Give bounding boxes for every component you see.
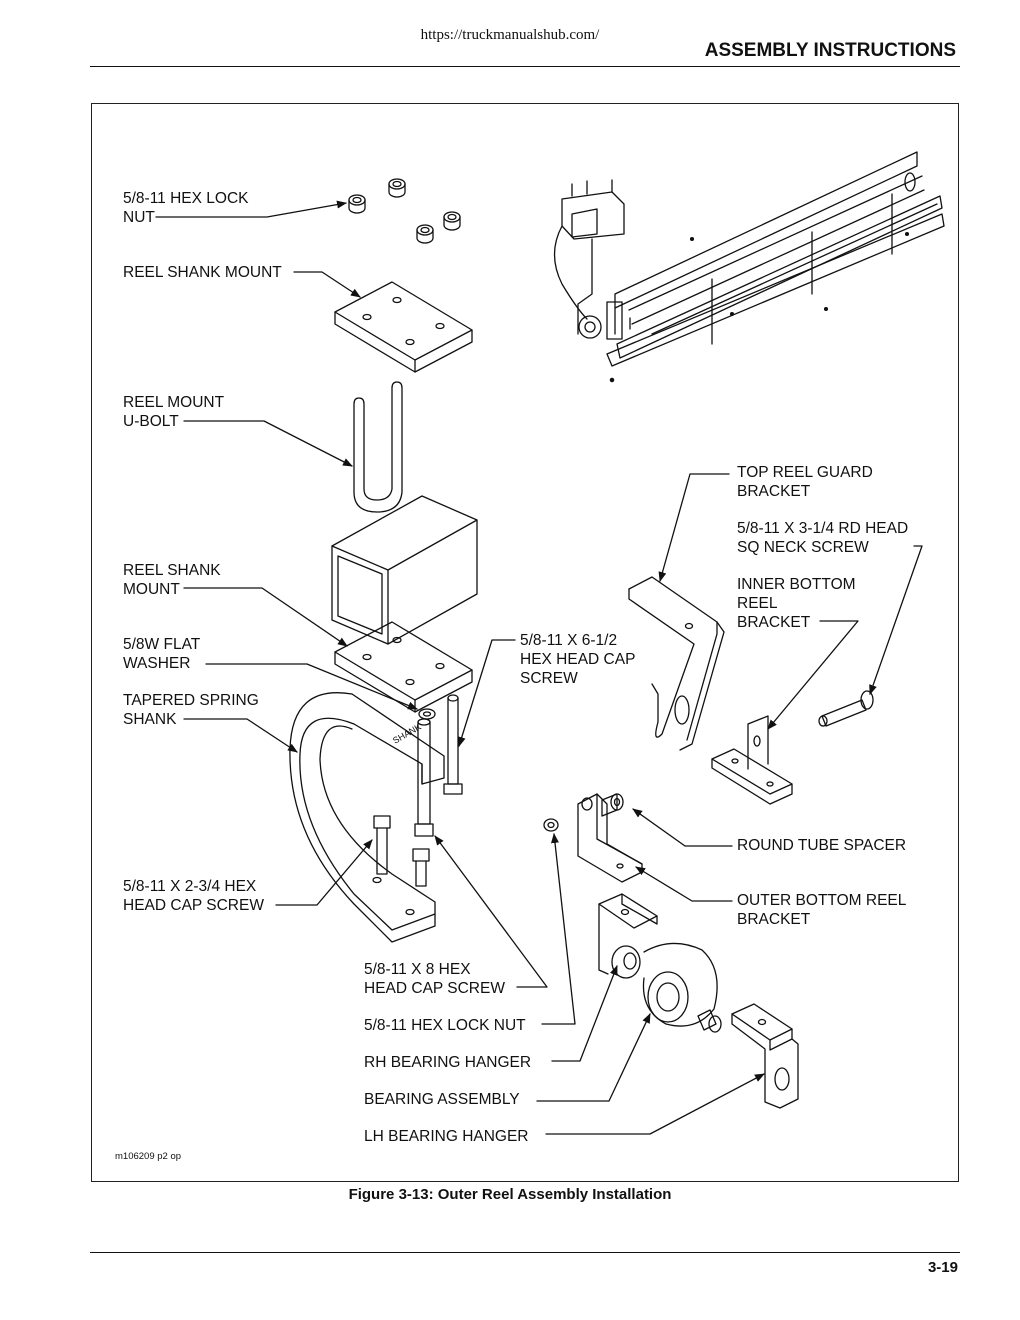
cap-screw-8 bbox=[414, 718, 434, 837]
header-rule bbox=[90, 66, 960, 67]
label-round-tube-spacer: ROUND TUBE SPACER bbox=[737, 837, 907, 854]
label-reel-mount-ubolt: REEL MOUNT U-BOLT bbox=[123, 394, 225, 430]
round-tube-spacer bbox=[601, 793, 624, 817]
label-cap-screw-8: 5/8-11 X 8 HEX HEAD CAP SCREW bbox=[364, 961, 505, 997]
hex-lock-nut-group bbox=[348, 178, 461, 244]
label-bearing-assembly: BEARING ASSEMBLY bbox=[364, 1091, 520, 1108]
label-cap-screw-6-1-2: 5/8-11 X 6-1/2 HEX HEAD CAP SCREW bbox=[520, 632, 636, 687]
figure-frame: SHANK bbox=[91, 103, 959, 1182]
footer-rule bbox=[90, 1252, 960, 1253]
label-outer-bottom-reel-bracket: OUTER BOTTOM REEL BRACKET bbox=[737, 892, 907, 928]
label-hex-lock-nut-top: 5/8-11 HEX LOCK NUT bbox=[123, 190, 249, 226]
top-reel-guard-bracket bbox=[628, 576, 725, 751]
label-lh-bearing-hanger: LH BEARING HANGER bbox=[364, 1128, 529, 1145]
hex-lock-nut-bottom bbox=[543, 818, 559, 832]
reel-assembly-illustration bbox=[553, 151, 945, 383]
rh-bearing-hanger bbox=[598, 893, 658, 975]
flat-washer bbox=[418, 708, 436, 720]
figure-caption: Figure 3-13: Outer Reel Assembly Install… bbox=[348, 1186, 672, 1203]
label-cap-screw-2-3-4: 5/8-11 X 2-3/4 HEX HEAD CAP SCREW bbox=[123, 878, 264, 914]
label-hex-lock-nut-bottom: 5/8-11 HEX LOCK NUT bbox=[364, 1017, 526, 1034]
rd-head-sq-neck-screw bbox=[818, 690, 874, 727]
reel-mount-ubolt bbox=[353, 381, 403, 513]
inner-bottom-reel-bracket bbox=[711, 715, 793, 805]
reel-shank-mount-plate-top bbox=[334, 281, 473, 373]
label-flat-washer: 5/8W FLAT WASHER bbox=[123, 636, 201, 672]
label-rd-head-sq-neck-screw: 5/8-11 X 3-1/4 RD HEAD SQ NECK SCREW bbox=[737, 520, 909, 556]
label-tapered-spring-shank: TAPERED SPRING SHANK bbox=[123, 692, 259, 728]
section-title: ASSEMBLY INSTRUCTIONS bbox=[704, 40, 956, 61]
outer-bottom-reel-bracket bbox=[577, 793, 643, 883]
label-rh-bearing-hanger: RH BEARING HANGER bbox=[364, 1054, 532, 1071]
label-inner-bottom-reel-bracket: INNER BOTTOM REEL BRACKET bbox=[737, 576, 856, 631]
label-reel-shank-mount-top: REEL SHANK MOUNT bbox=[123, 264, 282, 281]
cap-screw-2-3-4-pair bbox=[373, 815, 430, 887]
page-number: 3-19 bbox=[927, 1259, 958, 1276]
drawing-code: m106209 p2 op bbox=[115, 1151, 182, 1162]
square-tube bbox=[331, 495, 478, 645]
leader-lines bbox=[155, 200, 923, 1135]
lh-bearing-hanger bbox=[731, 1003, 799, 1109]
bearing-assembly bbox=[611, 942, 722, 1033]
label-reel-shank-mount-lower: REEL SHANK MOUNT bbox=[123, 562, 221, 598]
exploded-assembly-drawing: SHANK bbox=[155, 151, 945, 1135]
label-top-reel-guard-bracket: TOP REEL GUARD BRACKET bbox=[737, 464, 873, 500]
source-url: https://truckmanualshub.com/ bbox=[420, 27, 600, 43]
